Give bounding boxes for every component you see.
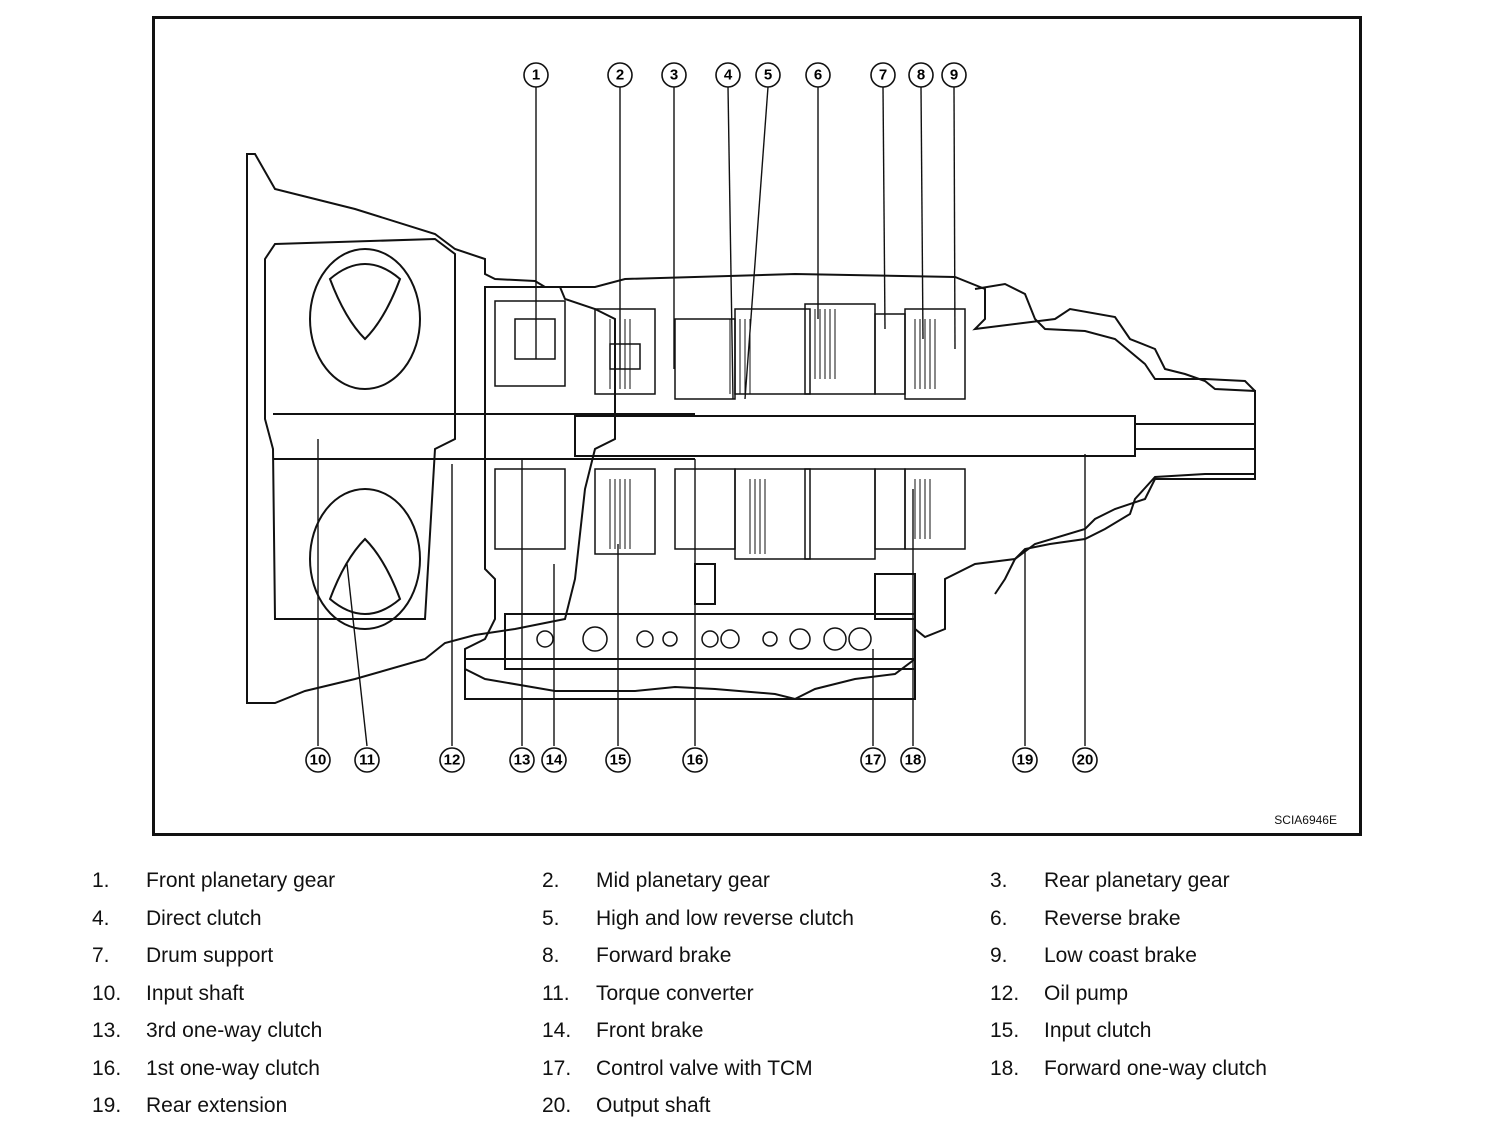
legend-number: 4. <box>92 906 110 930</box>
callout-13: 13 <box>509 747 535 773</box>
legend-label: Oil pump <box>1044 981 1129 1005</box>
callout-18: 18 <box>900 747 926 773</box>
callout-16: 16 <box>682 747 708 773</box>
svg-text:13: 13 <box>514 752 531 769</box>
legend-number: 14. <box>542 1019 572 1042</box>
svg-text:20: 20 <box>1077 752 1094 769</box>
legend-label: Reverse brake <box>1044 906 1181 930</box>
legend-label: Direct clutch <box>146 906 262 930</box>
legend-label: Front brake <box>596 1019 704 1042</box>
svg-text:5: 5 <box>764 67 772 84</box>
legend-label: Rear extension <box>146 1094 288 1117</box>
svg-text:19: 19 <box>1017 752 1034 769</box>
legend-label: Torque converter <box>596 981 754 1005</box>
callout-9: 9 <box>941 62 967 88</box>
legend-label: Rear planetary gear <box>1044 869 1230 892</box>
callout-3: 3 <box>661 62 687 88</box>
callout-12: 12 <box>439 747 465 773</box>
callout-15: 15 <box>605 747 631 773</box>
callout-17: 17 <box>860 747 886 773</box>
legend-label: Input clutch <box>1044 1019 1152 1042</box>
svg-text:10: 10 <box>310 752 327 769</box>
svg-text:2: 2 <box>616 67 624 84</box>
legend-number: 12. <box>990 981 1020 1005</box>
legend-number: 10. <box>92 981 122 1005</box>
torque-converter-upper <box>309 248 421 390</box>
svg-text:9: 9 <box>950 67 958 84</box>
legend-number: 9. <box>990 944 1008 967</box>
callout-2: 2 <box>607 62 633 88</box>
svg-text:14: 14 <box>546 752 563 769</box>
oil-pan <box>464 658 916 700</box>
legend-label: Mid planetary gear <box>596 869 770 892</box>
svg-text:6: 6 <box>814 67 822 84</box>
legend-label: 3rd one-way clutch <box>146 1019 323 1042</box>
output-shaft <box>574 415 1136 457</box>
legend-number: 7. <box>92 944 110 967</box>
legend-label: High and low reverse clutch <box>596 906 854 930</box>
torque-converter-lower <box>309 488 421 630</box>
main-case <box>464 272 1256 701</box>
callout-5: 5 <box>755 62 781 88</box>
svg-text:11: 11 <box>359 752 375 769</box>
legend-number: 3. <box>990 869 1008 892</box>
torque-converter-outer <box>264 237 456 620</box>
legend-label: 1st one-way clutch <box>146 1056 320 1080</box>
callout-8: 8 <box>908 62 934 88</box>
legend-number: 19. <box>92 1094 122 1117</box>
callout-6: 6 <box>805 62 831 88</box>
callout-20: 20 <box>1072 747 1098 773</box>
legend-label: Front planetary gear <box>146 869 336 892</box>
svg-text:1: 1 <box>532 67 540 84</box>
legend-label: Low coast brake <box>1044 944 1197 967</box>
callout-14: 14 <box>541 747 567 773</box>
legend-number: 15. <box>990 1019 1020 1042</box>
svg-text:18: 18 <box>905 752 922 769</box>
legend-number: 16. <box>92 1056 122 1080</box>
legend-number: 18. <box>990 1056 1020 1080</box>
legend-number: 17. <box>542 1056 572 1080</box>
legend-number: 1. <box>92 869 110 892</box>
svg-text:15: 15 <box>610 752 627 769</box>
legend-label: Control valve with TCM <box>596 1056 813 1080</box>
legend-number: 20. <box>542 1094 572 1117</box>
legend-number: 6. <box>990 906 1008 930</box>
legend-number: 5. <box>542 906 560 930</box>
svg-text:3: 3 <box>670 67 678 84</box>
legend-label: Drum support <box>146 944 274 967</box>
svg-text:16: 16 <box>687 752 704 769</box>
control-valve-body <box>504 613 916 670</box>
callout-7: 7 <box>870 62 896 88</box>
legend-label: Forward one-way clutch <box>1044 1056 1267 1080</box>
rear-extension <box>974 282 1256 595</box>
figure-id: SCIA6946E <box>1274 813 1337 827</box>
legend-label: Input shaft <box>146 981 245 1005</box>
svg-text:4: 4 <box>724 67 733 84</box>
callout-11: 11 <box>354 747 380 773</box>
legend-label: Output shaft <box>596 1094 711 1117</box>
svg-text:17: 17 <box>865 752 882 769</box>
legend-label: Forward brake <box>596 944 732 967</box>
legend-number: 11. <box>542 981 570 1005</box>
svg-text:7: 7 <box>879 67 887 84</box>
callout-4: 4 <box>715 62 741 88</box>
callout-10: 10 <box>305 747 331 773</box>
callout-19: 19 <box>1012 747 1038 773</box>
svg-text:8: 8 <box>917 67 925 84</box>
svg-text:12: 12 <box>444 752 461 769</box>
legend-number: 13. <box>92 1019 122 1042</box>
legend-number: 8. <box>542 944 560 967</box>
bell-housing <box>246 153 616 704</box>
callout-1: 1 <box>523 62 549 88</box>
legend-number: 2. <box>542 869 560 892</box>
